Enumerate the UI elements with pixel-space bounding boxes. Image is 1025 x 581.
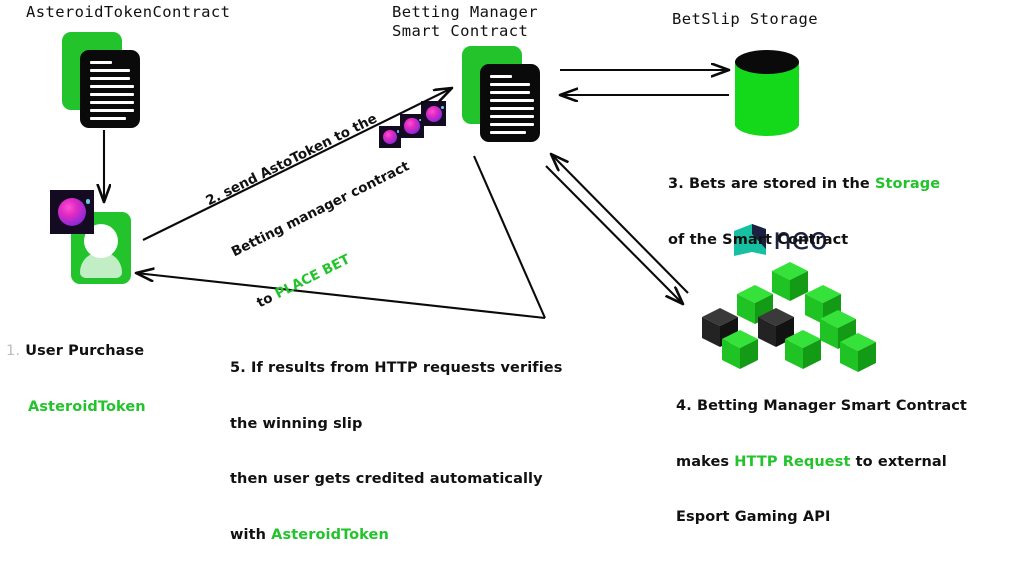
cylinder-bottom [735,112,799,136]
step1-line2: AsteroidToken [28,398,146,415]
diagram-canvas: AsteroidTokenContract Betting Manager Sm… [0,0,967,543]
token-planet [404,118,420,134]
neo-wordmark: neo [773,222,828,257]
token-moon-dot [441,106,444,109]
step3-caption: 3. Bets are stored in the Storage of the… [668,138,940,286]
asteroid-token-chip-icon [50,190,94,234]
token-moon-dot [419,118,423,122]
step4-caption: 4. Betting Manager Smart Contract makes … [676,360,967,564]
step4-line3: Esport Gaming API [676,509,831,525]
neo-block-cubes-icon [702,262,876,372]
asteroid-token-chip-icon [421,101,446,126]
arrow-manager-to-api [545,165,683,304]
step3-line2: of the Smart Contract [668,231,849,248]
neo-logo: neo [732,222,828,258]
step4-line1: 4. Betting Manager Smart Contract [676,398,967,414]
cylinder-top [735,50,799,74]
step4-http-request-highlight: HTTP Request [734,453,851,470]
step4-line2: makes HTTP Request to external [676,453,947,470]
step3-storage-highlight: Storage [874,176,941,192]
betting-manager-title-line2: Smart Contract [392,22,529,40]
step3-line1: 3. Bets are stored in the Storage [668,176,941,192]
avatar-shoulders [80,252,122,278]
arrow-payout-to-user [136,273,546,320]
step5-line4: with AsteroidToken [230,526,389,543]
asteroid-token-chip-icon [379,126,401,148]
arrow-api-to-manager [551,154,689,294]
betslip-storage-title: BetSlip Storage [672,10,818,28]
token-planet [382,129,398,145]
asteroid-token-contract-icon [62,32,140,128]
step2-place-bet-highlight: PLACE BET [272,251,353,303]
betslip-storage-icon [735,50,799,138]
asteroid-token-chip-icon [400,114,424,138]
document-front-sheet [480,64,540,142]
step1-line1: 1. User Purchase [6,343,145,359]
step1-number: 1. [6,343,21,359]
document-front-sheet [80,50,140,128]
token-moon-dot [85,198,91,204]
line-manager-to-payout [473,155,546,319]
arrow-user-to-betting-manager [142,88,452,241]
step5-line1: 5. If results from HTTP requests verifie… [230,360,563,376]
token-moon-dot [396,130,400,133]
token-planet [57,197,87,227]
betting-manager-contract-icon [462,46,540,142]
step5-line2: the winning slip [230,415,363,432]
token-planet [425,105,442,122]
step1-caption: 1. User Purchase AsteroidToken [6,305,146,453]
neo-mark-icon [734,224,766,256]
step5-caption: 5. If results from HTTP requests verifie… [230,322,562,581]
step5-line3: then user gets credited automatically [230,471,543,487]
asteroid-token-contract-title: AsteroidTokenContract [26,3,231,21]
step5-asteroid-token-highlight: AsteroidToken [271,526,389,543]
betting-manager-title-line1: Betting Manager [392,3,538,21]
connector-layer [0,0,876,372]
